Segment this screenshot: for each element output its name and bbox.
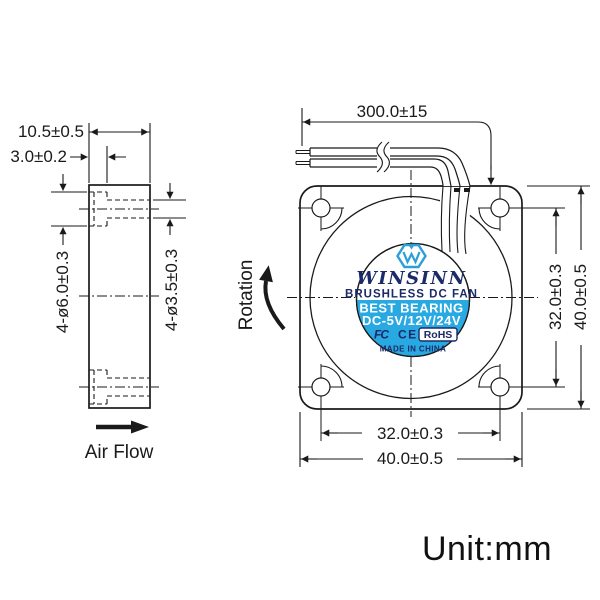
dim-wire-lines [301,108,495,185]
side-view-centerlines [79,208,159,388]
air-flow-arrow [96,420,149,434]
fan-wires [295,141,471,187]
dim-hole-outer-lines [51,174,87,245]
winsinn-logo-icon [396,243,427,269]
dim-depth-lines [88,123,151,183]
dim-right-lines [527,185,590,410]
dim-frame-vertical-label: 40.0±0.5 [571,264,590,330]
rohs-box [418,327,458,342]
dim-depth-label: 10.5±0.5 [18,122,84,141]
rohs-mark: RoHS [424,329,453,341]
dim-wire-label: 300.0±15 [357,102,428,121]
rotation-label: Rotation [236,260,257,331]
hub-origin-text: MADE IN CHINA [380,345,447,354]
hidden-hole-bottom [89,369,150,405]
hub-brand-text: WINSINN [357,268,467,289]
fan-centerlines [287,152,538,417]
dim-hole-inner-label: 4-ø3.5±0.3 [162,249,181,331]
dim-bottom-lines [299,412,523,467]
dim-hole-pitch-horizontal-label: 32.0±0.3 [377,424,443,443]
fcc-mark: FC [374,328,389,342]
dim-flange-lines [70,146,126,183]
rotation-arrow [259,265,286,331]
dim-hole-outer-label: 4-ø6.0±0.3 [53,251,72,333]
air-flow-label: Air Flow [85,442,154,463]
dim-hole-inner-lines [153,183,186,235]
fan-wires-inside [440,185,472,255]
dim-hole-pitch-vertical-label: 32.0±0.3 [546,264,565,330]
hidden-hole-top [89,191,150,227]
hub-label-disc [355,242,471,358]
corner-webs [320,207,501,388]
mounting-holes [298,186,565,441]
hub-product-text: BRUSHLESS DC FAN [345,289,478,301]
fan-front-view [259,108,590,467]
side-view [51,123,186,434]
ce-mark: CE [398,328,418,342]
dim-flange-label: 3.0±0.2 [10,147,67,166]
hub-feature-text: BEST BEARING [359,301,463,316]
unit-label: Unit:mm [422,530,552,568]
hub-voltage-text: DC-5V/12V/24V [362,313,461,328]
dim-frame-horizontal-label: 40.0±0.5 [377,449,443,468]
